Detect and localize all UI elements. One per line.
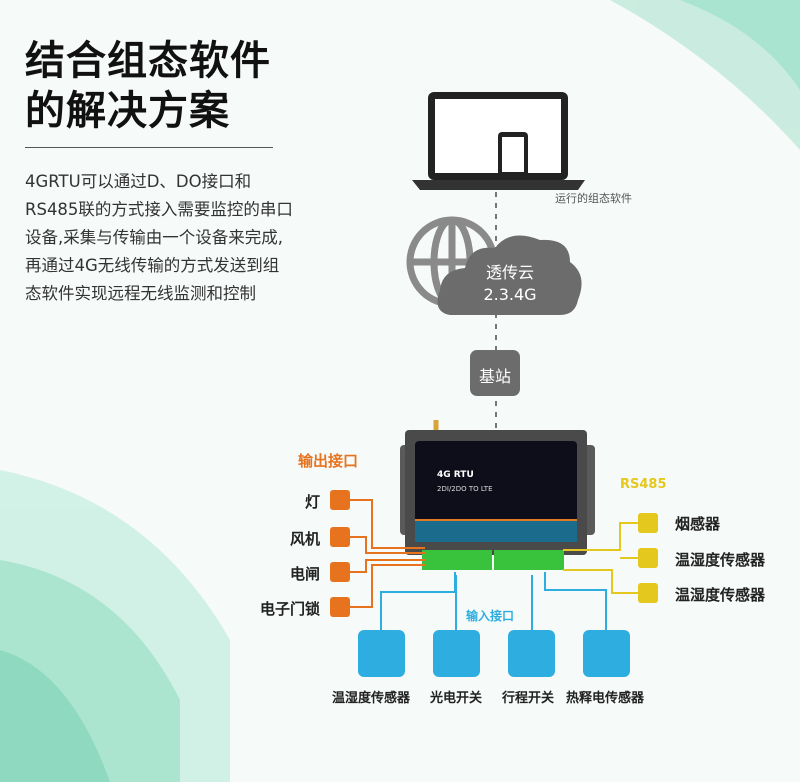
device-name: 4G RTU: [437, 470, 474, 480]
page-title: 结合组态软件的解决方案: [25, 36, 271, 136]
cloud-title: 透传云: [485, 263, 534, 282]
output-square: [330, 490, 350, 510]
description: 4GRTU可以通过D、DO接口和RS485联的方式接入需要监控的串口设备,采集与…: [25, 172, 293, 303]
output-item: 灯: [304, 493, 320, 511]
cloud-label: 透传云 2.3.4G: [470, 262, 550, 306]
base-station-box: [470, 350, 520, 396]
input-square: [508, 630, 555, 677]
rs485-square: [638, 548, 658, 568]
device-model: 2DI/2DO TO LTE: [437, 485, 493, 493]
base-station-label: 基站: [478, 367, 511, 386]
cloud-shape: [437, 235, 582, 315]
input-item: 温湿度传感器: [332, 691, 411, 706]
input-item: 行程开关: [502, 691, 555, 706]
output-item: 电子门锁: [259, 600, 320, 618]
output-label: 输出接口: [298, 452, 359, 470]
rs485-label: RS485: [620, 477, 667, 492]
rs485-square: [638, 583, 658, 603]
output-square: [330, 527, 350, 547]
title-line-1: 结合组态软件: [25, 38, 271, 84]
rs485-item: 烟感器: [675, 515, 721, 533]
input-label: 输入接口: [466, 609, 515, 623]
output-square: [330, 562, 350, 582]
input-square: [358, 630, 405, 677]
rs485-square: [638, 513, 658, 533]
software-label: 运行的组态软件: [555, 192, 632, 205]
output-item: 电闸: [289, 565, 320, 583]
green-decor-bottom-left: [0, 470, 230, 782]
rs485-item: 温湿度传感器: [675, 551, 766, 569]
input-item: 热释电传感器: [566, 691, 645, 706]
rs485-item: 温湿度传感器: [675, 586, 766, 604]
green-decor-top-right: [610, 0, 800, 150]
input-item: 光电开关: [430, 691, 483, 706]
divider: [25, 147, 273, 148]
output-square: [330, 597, 350, 617]
cloud-network: 2.3.4G: [483, 285, 537, 304]
title-line-2: 的解决方案: [25, 88, 230, 134]
output-item: 风机: [289, 530, 320, 548]
input-square: [433, 630, 480, 677]
laptop-icon: [412, 92, 585, 190]
rtu-device: [400, 420, 595, 570]
input-square: [583, 630, 630, 677]
